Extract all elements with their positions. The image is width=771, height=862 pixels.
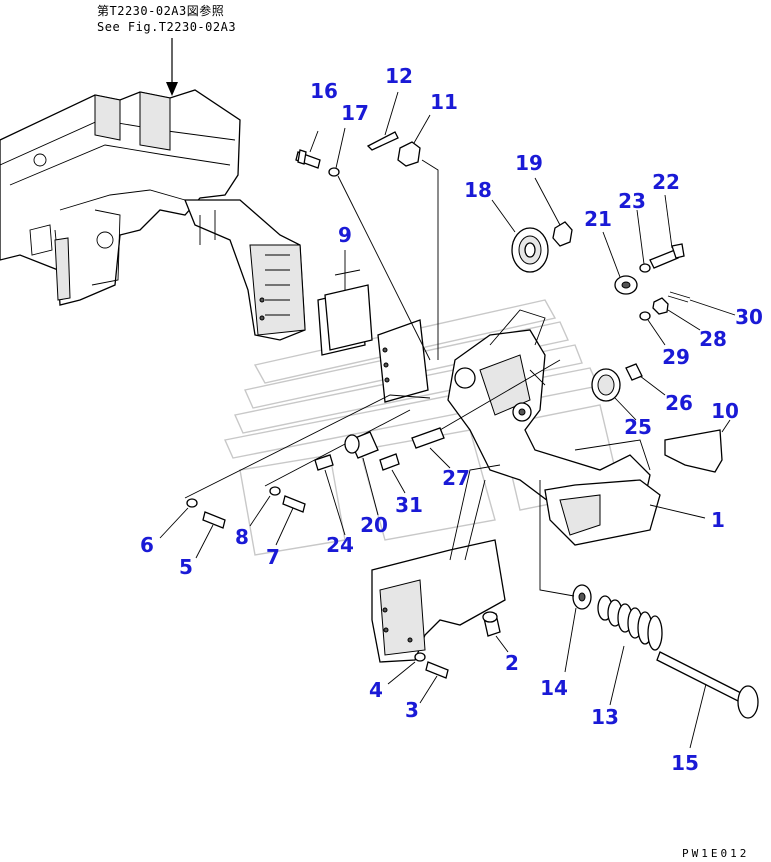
reference-note-japanese: 第T2230-02A3図参照	[97, 4, 225, 18]
part-12-cotter-pin	[366, 91, 399, 151]
callout-8: 8	[235, 525, 249, 549]
part-28-nut	[652, 297, 701, 331]
reference-note-english: See Fig.T2230-02A3	[97, 20, 237, 34]
callout-31: 31	[395, 493, 423, 517]
part-17-washer	[328, 127, 431, 361]
part-8-washer	[249, 409, 411, 527]
callout-21: 21	[584, 207, 612, 231]
part-23-washer	[636, 209, 651, 273]
part-31-fitting	[379, 453, 406, 494]
part-1-pedal	[544, 439, 706, 546]
part-24-grease-fitting	[314, 454, 346, 536]
main-frame	[0, 89, 306, 341]
pedal-bracket-plate	[377, 319, 429, 403]
part-15-rod	[656, 651, 759, 749]
part-27-bolt	[411, 359, 561, 469]
part-29-washer	[639, 311, 666, 346]
callout-6: 6	[140, 533, 154, 557]
part-9-shim	[317, 250, 373, 356]
callout-25: 25	[624, 415, 652, 439]
part-30-pin	[667, 291, 736, 316]
callout-28: 28	[699, 327, 727, 351]
pedal-lever	[447, 309, 651, 531]
callout-16: 16	[310, 79, 338, 103]
part-16-bolt	[295, 130, 321, 169]
callout-23: 23	[618, 189, 646, 213]
callout-11: 11	[430, 90, 458, 114]
callout-9: 9	[338, 223, 352, 247]
callout-13: 13	[591, 705, 619, 729]
callout-19: 19	[515, 151, 543, 175]
part-26-collar	[625, 363, 666, 396]
part-22-bolt	[649, 194, 685, 269]
part-14-washer	[539, 480, 592, 673]
callout-2: 2	[505, 651, 519, 675]
callout-29: 29	[662, 345, 690, 369]
part-11-nut	[397, 114, 439, 360]
callout-5: 5	[179, 555, 193, 579]
callout-30: 30	[735, 305, 763, 329]
callout-18: 18	[464, 178, 492, 202]
callout-20: 20	[360, 513, 388, 537]
part-18-bearing	[491, 199, 549, 273]
callout-14: 14	[540, 676, 568, 700]
callout-7: 7	[266, 545, 280, 569]
callout-1: 1	[711, 508, 725, 532]
part-25-bearing	[591, 368, 637, 421]
part-20-cam	[344, 431, 379, 516]
callout-12: 12	[385, 64, 413, 88]
part-21-bushing	[602, 231, 638, 295]
reference-arrow	[166, 38, 178, 96]
part-13-spring	[597, 595, 663, 706]
callout-17: 17	[341, 101, 369, 125]
callout-22: 22	[652, 170, 680, 194]
part-6-washer	[159, 394, 431, 539]
callout-27: 27	[442, 466, 470, 490]
callout-24: 24	[326, 533, 354, 557]
callout-15: 15	[671, 751, 699, 775]
part-3-bolt	[419, 661, 449, 704]
lower-bracket	[371, 464, 506, 663]
callout-26: 26	[665, 391, 693, 415]
callout-4: 4	[369, 678, 383, 702]
part-4-washer	[387, 652, 426, 685]
part-10-pad	[664, 419, 731, 473]
part-5-bolt	[195, 511, 226, 559]
part-19-nut	[534, 177, 573, 247]
part-2-collar	[482, 611, 509, 653]
drawing-code: PW1E012	[682, 847, 750, 860]
callout-3: 3	[405, 698, 419, 722]
callout-10: 10	[711, 399, 739, 423]
part-7-bolt	[275, 495, 306, 546]
